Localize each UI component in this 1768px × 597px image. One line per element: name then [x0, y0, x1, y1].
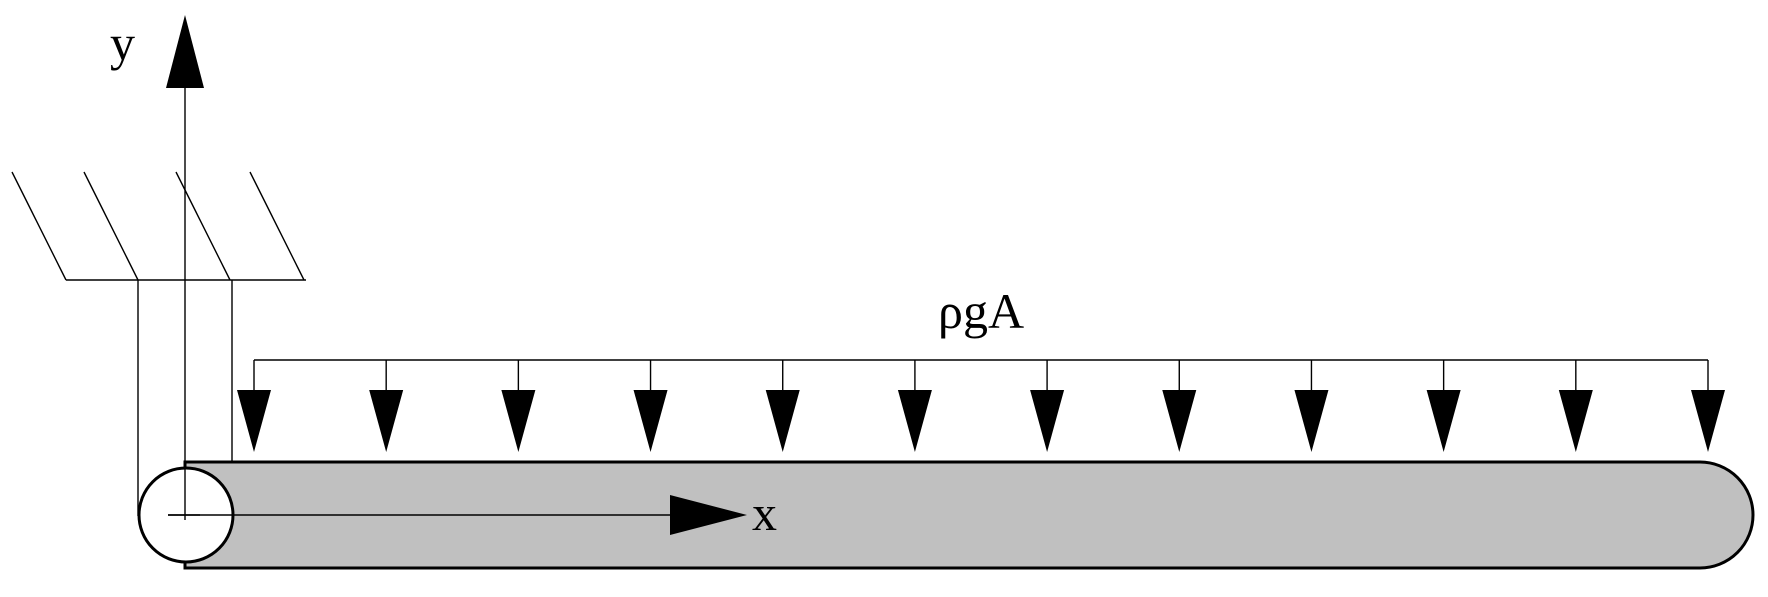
- y-axis-arrowhead: [166, 15, 204, 88]
- load-arrowhead: [1426, 390, 1461, 452]
- load-arrowhead: [237, 390, 271, 452]
- rod-body: [183, 460, 1755, 570]
- load-arrowhead: [765, 390, 800, 452]
- load-arrowhead: [1294, 390, 1329, 452]
- load-arrowhead: [369, 390, 404, 452]
- load-label: ρgA: [938, 283, 1024, 339]
- x-axis-label: x: [752, 485, 777, 541]
- load-arrowhead: [1162, 390, 1197, 452]
- load-arrowhead: [897, 390, 932, 452]
- load-arrowhead: [1691, 390, 1725, 452]
- load-arrowhead: [1030, 390, 1065, 452]
- load-arrowhead: [633, 390, 668, 452]
- support-hatch-1: [11, 171, 67, 281]
- y-axis-label: y: [110, 15, 135, 71]
- axes: y x: [110, 15, 777, 541]
- x-axis-arrowhead: [670, 495, 747, 535]
- load-arrowhead: [1558, 390, 1593, 452]
- support-hatch-2: [83, 171, 139, 281]
- load-arrowhead: [501, 390, 536, 452]
- support-hatch-3: [175, 171, 231, 281]
- distributed-load: ρgA: [237, 283, 1725, 452]
- load-arrows: [237, 360, 1725, 452]
- support-hatch-4: [249, 171, 305, 281]
